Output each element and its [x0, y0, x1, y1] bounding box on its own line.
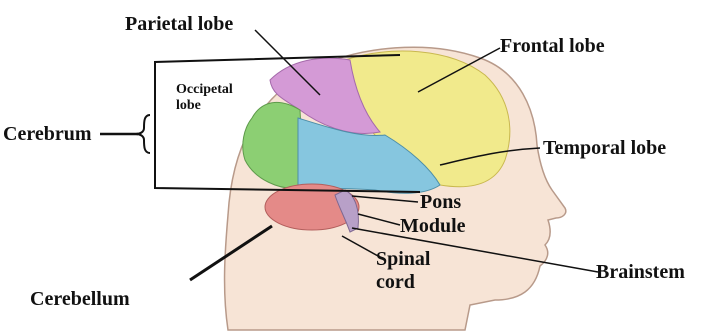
occipetal-lobe-label-line2: lobe: [176, 98, 233, 114]
occipetal-lobe-label: Occipetal lobe: [176, 82, 233, 114]
cerebrum-brace: [136, 115, 150, 153]
spinal-cord-label: Spinal cord: [376, 248, 430, 294]
brainstem-label: Brainstem: [596, 262, 685, 282]
pons-label: Pons: [420, 192, 461, 212]
cerebrum-label: Cerebrum: [3, 124, 92, 144]
spinal-cord-label-line1: Spinal: [376, 248, 430, 271]
spinal-cord-label-line2: cord: [376, 271, 430, 294]
parietal-lobe-label: Parietal lobe: [125, 14, 233, 34]
frontal-lobe-label: Frontal lobe: [500, 36, 605, 56]
cerebellum-label: Cerebellum: [30, 289, 130, 309]
occipetal-lobe-label-line1: Occipetal: [176, 82, 233, 98]
temporal-lobe-label: Temporal lobe: [543, 138, 666, 158]
module-label: Module: [400, 216, 466, 236]
